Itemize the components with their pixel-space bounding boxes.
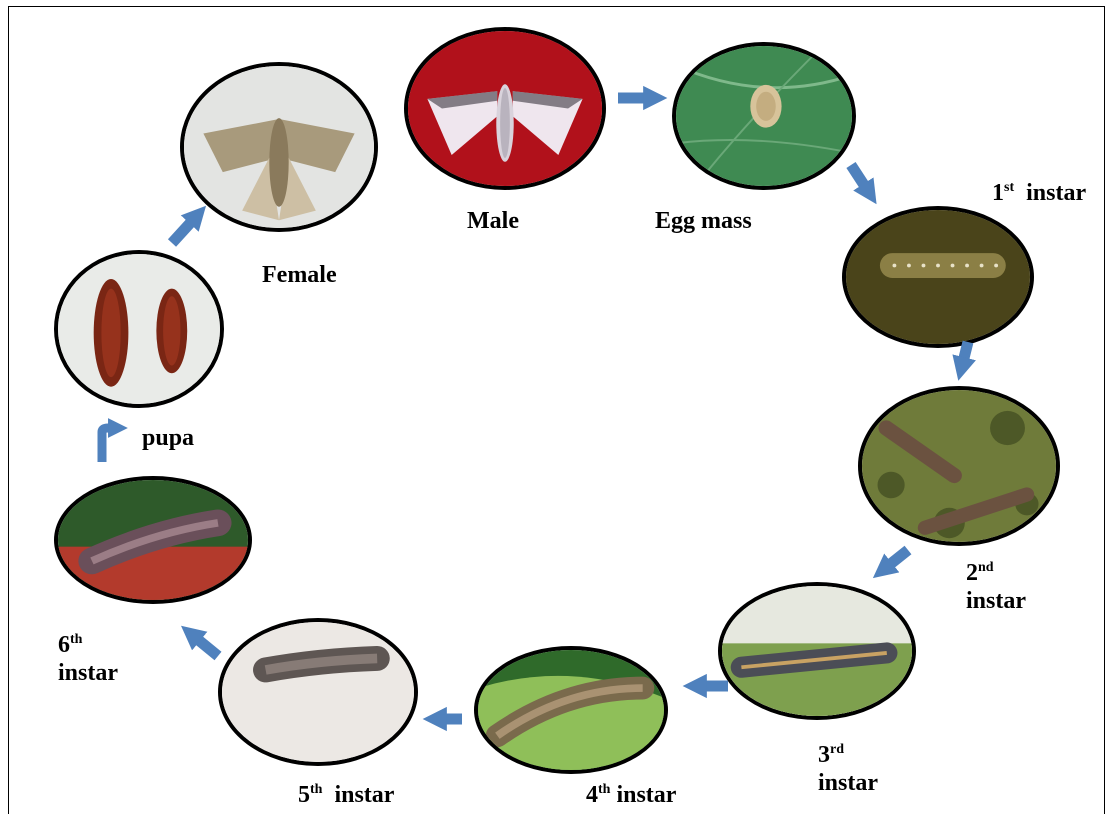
egg-mass-photo xyxy=(672,42,856,190)
label-egg-mass: Egg mass xyxy=(655,208,752,236)
label-first-instar: 1st instar xyxy=(992,180,1086,208)
label-pupa: pupa xyxy=(142,425,194,453)
label-fifth-instar: 5th instar xyxy=(298,782,394,810)
fourth-instar-photo xyxy=(474,646,668,774)
second-instar-photo xyxy=(858,386,1060,546)
third-instar-photo xyxy=(718,582,916,720)
male-moth-photo xyxy=(404,27,606,190)
sixth-instar-photo xyxy=(54,476,252,604)
female-moth-photo xyxy=(180,62,378,232)
label-sixth-instar: 6thinstar xyxy=(58,632,118,687)
label-fourth-instar: 4th instar xyxy=(586,782,676,810)
first-instar-photo xyxy=(842,206,1034,348)
label-male: Male xyxy=(467,208,519,236)
fifth-instar-photo xyxy=(218,618,418,766)
label-second-instar: 2ndinstar xyxy=(966,560,1026,615)
pupa-photo xyxy=(54,250,224,408)
label-third-instar: 3rdinstar xyxy=(818,742,878,797)
label-female: Female xyxy=(262,262,337,290)
